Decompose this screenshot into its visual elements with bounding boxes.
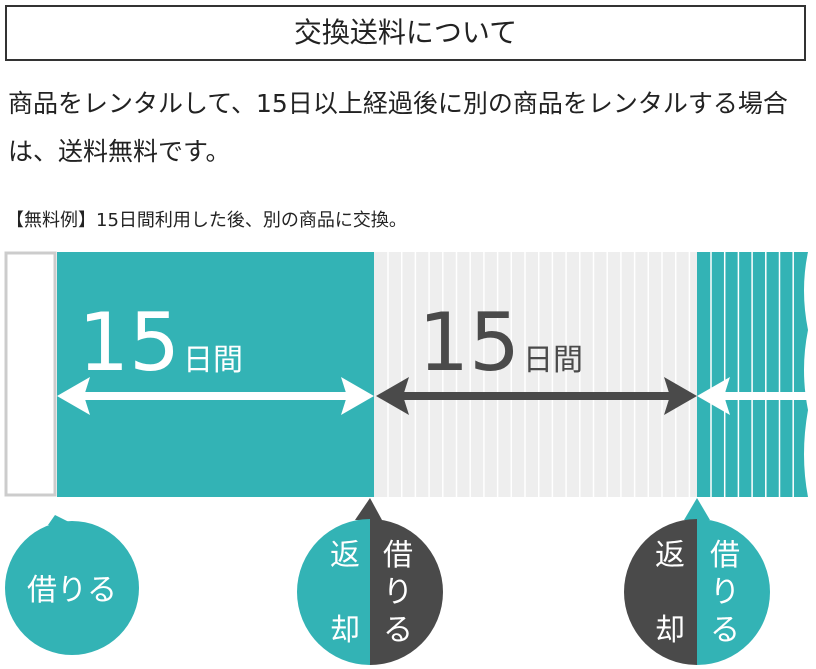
borrow-char: り [710,575,740,610]
return-char: 却 [655,613,685,648]
before-rental-block [4,251,57,497]
return-char: 返 [655,538,685,573]
return-char: 返 [330,538,360,573]
borrow-marker: 借りる [5,515,139,655]
period1-number: 15 [78,296,180,389]
period1-arrow [57,377,374,415]
borrow-char: 借 [710,538,740,573]
period2-unit: 日間 [523,343,583,378]
rental-period-block [57,252,374,497]
description: 商品をレンタルして、15日以上経過後に別の商品をレンタルする場合は、送料無料です… [8,89,788,166]
borrow-label: 借りる [27,573,117,608]
period2-number: 15 [418,296,520,389]
borrow-char: り [383,575,413,610]
borrow-char: る [710,613,740,648]
borrow-char: る [383,613,413,648]
period2-arrow [376,377,697,415]
return-borrow-marker-2: 返 却 借 り る [624,498,770,665]
waiting-period-block [374,252,697,497]
example-caption: 【無料例】15日間利用した後、別の商品に交換。 [6,210,407,231]
section-title: 交換送料について [5,5,806,61]
return-borrow-marker-1: 返 却 借 り る [297,498,443,665]
period1-unit: 日間 [183,343,243,378]
period3-arrow [697,377,810,415]
return-char: 却 [330,613,360,648]
borrow-char: 借 [383,538,413,573]
